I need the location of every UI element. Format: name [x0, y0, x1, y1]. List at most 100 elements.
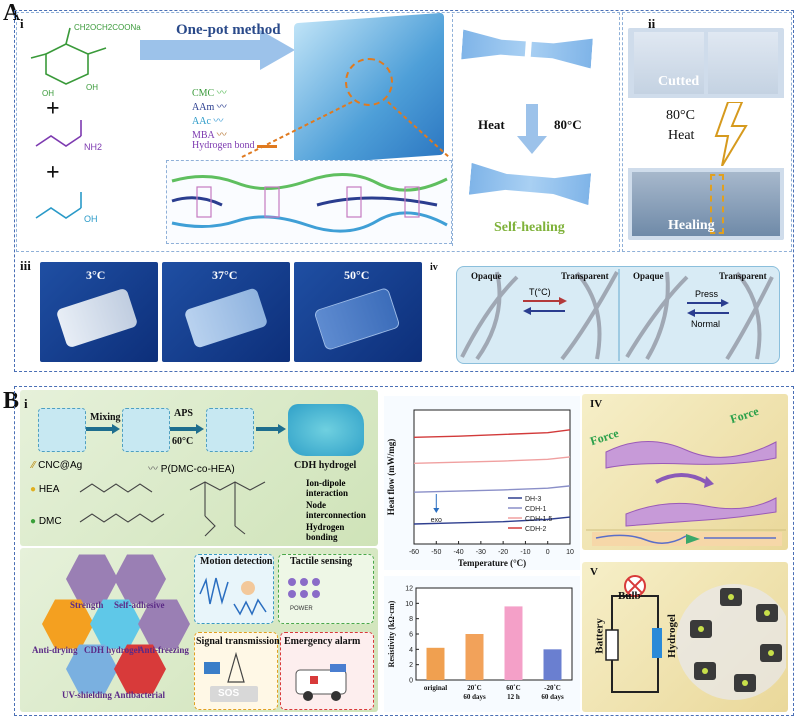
- temp-50c: 50°C: [344, 268, 370, 282]
- mixing-label: Mixing: [90, 412, 121, 423]
- svg-text:OH: OH: [86, 83, 98, 92]
- category-label-2: 60˚C: [506, 684, 520, 692]
- cdh-hydrogel-hex-label: CDH hydrogel: [84, 645, 141, 655]
- category-label-1: 20˚C: [467, 684, 481, 692]
- series-line-CDH-2: [413, 429, 571, 439]
- photo-37c: 37°C: [162, 262, 290, 362]
- healing-label: Healing: [668, 218, 715, 233]
- tactile-grid: [288, 578, 320, 598]
- series-line-CDH-1: [413, 485, 571, 493]
- x-tick-label: -30: [476, 549, 486, 556]
- anti-drying-label: Anti-drying: [32, 645, 78, 655]
- cmc-formula: CH2OCH2COONa: [74, 23, 141, 32]
- panel-a-i-border: [16, 12, 620, 252]
- cutted-label: Cutted: [658, 74, 700, 89]
- opaque-label: Opaque: [471, 271, 502, 281]
- panel-a-ii-label: ii: [648, 16, 656, 31]
- healed-seam-box: [710, 174, 724, 234]
- self-healing-label: Self-healing: [494, 220, 565, 235]
- temp-3c: 3°C: [86, 268, 106, 282]
- aps-label: APS: [174, 408, 193, 419]
- one-pot-arrow: [140, 30, 295, 70]
- category-sublabel-2: 12 h: [507, 693, 520, 701]
- power-label: POWER: [290, 606, 313, 612]
- interaction-hydrogen: Hydrogen bonding: [306, 522, 345, 542]
- legend-mba: MBA 〰: [192, 130, 227, 141]
- uv-shielding-label: UV-shielding: [62, 690, 112, 700]
- hydrogel-circuit-label: Hydrogel: [665, 614, 678, 658]
- hex-anti-freezing: [138, 599, 190, 649]
- y-tick-label: 10: [405, 601, 413, 608]
- motion-detection-label: Motion detection: [200, 556, 273, 567]
- opaque-label-2: Opaque: [633, 271, 664, 281]
- flexing-hydrogel: [586, 441, 786, 546]
- heat-temp-label: 80°C: [554, 117, 582, 132]
- x-tick-label: -20: [498, 549, 508, 556]
- cut-piece-right: [708, 32, 778, 94]
- network-structure: [171, 172, 448, 233]
- nh2-label: NH2: [84, 142, 102, 152]
- category-label-3: -20˚C: [544, 684, 561, 692]
- circuit-diagram: [605, 575, 786, 700]
- antibacterial-label: Antibacterial: [114, 690, 165, 700]
- panel-b-border: [14, 386, 794, 716]
- panel-b-iv-label: IV: [590, 398, 603, 410]
- bar-2: [504, 606, 523, 680]
- ambulance-icon: [295, 664, 347, 701]
- panel-a-i-label: i: [20, 16, 24, 31]
- panel-a-iii-label: iii: [20, 258, 31, 273]
- svg-text:+: +: [46, 160, 60, 186]
- cnc-label: ⁄⁄ CNC@Ag: [32, 460, 83, 471]
- vial-3c: [55, 287, 139, 349]
- polymerized-network: [206, 408, 254, 452]
- legend-cmc: CMC 〰: [192, 88, 227, 99]
- series-line-CDH-1.5: [413, 456, 571, 465]
- legend-aam: AAm 〰: [192, 102, 227, 113]
- panel-b-iv-box: [582, 394, 788, 550]
- zoom-lines: [239, 101, 451, 159]
- y-tick-label: 8: [409, 616, 413, 623]
- category-sublabel-1: 60 days: [463, 693, 486, 701]
- heat-label: Heat: [478, 117, 505, 132]
- heat-ii: Heat: [668, 128, 695, 143]
- x-tick-label: -10: [520, 549, 530, 556]
- aps-arrow: [170, 424, 204, 434]
- x-tick-label: -60: [409, 549, 419, 556]
- y-tick-label: 0: [409, 678, 413, 685]
- temperature-label: T(°C): [529, 287, 551, 297]
- legend-label-CDH-1.5: CDH-1.5: [525, 516, 552, 523]
- heat-temp-ii: 80°C: [666, 108, 695, 123]
- transparent-label: Transparent: [561, 271, 609, 281]
- cnc-dispersion: [38, 408, 86, 452]
- y-axis-label: Resistivity (kΩ·cm): [387, 600, 396, 667]
- category-label-0: original: [424, 684, 447, 692]
- panel-a-iv-label: iv: [430, 262, 438, 273]
- panel-b-v-label: V: [590, 566, 598, 578]
- series-line-DH-3: [413, 516, 571, 525]
- monomer-legend: CMC 〰 AAm 〰 AAc 〰 MBA 〰 Hydrogen bond ▬▬: [192, 84, 302, 154]
- signal-transmission-label: Signal transmission: [196, 636, 280, 647]
- network-zoom-box: [166, 160, 452, 244]
- legend-label-CDH-2: CDH-2: [525, 526, 546, 533]
- exo-arrowhead: [433, 508, 440, 513]
- hea-label: ● HEA: [30, 484, 60, 495]
- photo-3c: 3°C: [40, 262, 158, 362]
- bar-0: [426, 647, 445, 680]
- press-label: Press: [695, 289, 719, 299]
- self-adhesive-label: Self-adhesive: [114, 600, 165, 610]
- svg-text:+: +: [46, 96, 60, 122]
- anti-freezing-label: Anti-freezing: [138, 645, 189, 655]
- x-axis-label: Temperature (°C): [458, 558, 526, 568]
- transparent-label-2: Transparent: [719, 271, 767, 281]
- photo-50c: 50°C: [294, 262, 422, 362]
- sos-label: SOS: [218, 688, 240, 699]
- battery-label: Battery: [593, 618, 606, 654]
- bar-3: [543, 649, 562, 680]
- panel-b-i-label: i: [24, 396, 28, 411]
- panel-a-ii-border: [622, 12, 792, 252]
- y-axis-label: Heat flow (mW/mg): [386, 439, 396, 515]
- oh-label: OH: [84, 214, 98, 224]
- heat-arrow: [517, 104, 547, 154]
- x-tick-label: 10: [566, 549, 574, 556]
